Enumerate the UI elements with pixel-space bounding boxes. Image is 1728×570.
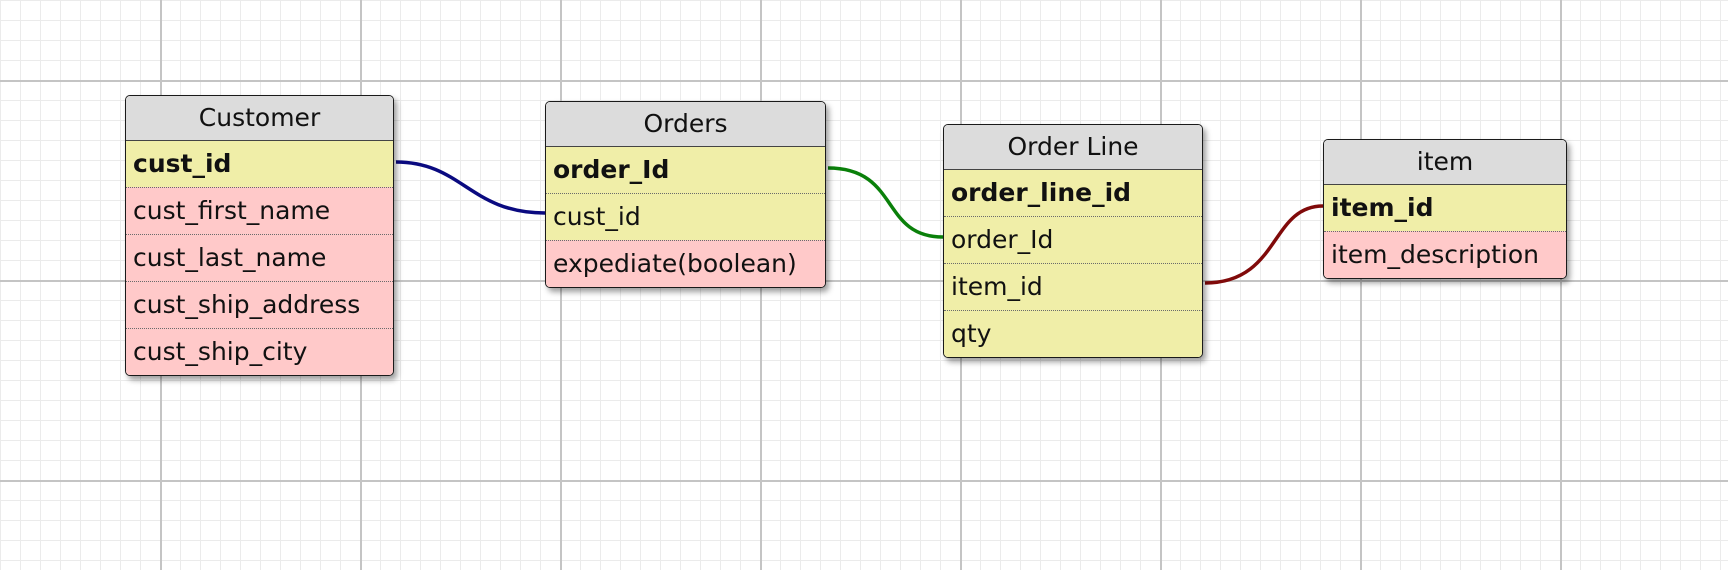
table-row[interactable]: qty <box>944 310 1202 357</box>
table-header[interactable]: Order Line <box>944 125 1202 170</box>
table-row-primary-key[interactable]: item_id <box>1324 185 1566 231</box>
table-row[interactable]: cust_ship_address <box>126 281 393 328</box>
table-row[interactable]: expediate(boolean) <box>546 240 825 287</box>
connector-customer-orders[interactable] <box>395 160 546 215</box>
table-row[interactable]: cust_first_name <box>126 187 393 234</box>
table-row[interactable]: item_description <box>1324 231 1566 278</box>
connector-orders-orderline[interactable] <box>827 166 944 239</box>
table-row[interactable]: cust_last_name <box>126 234 393 281</box>
table-orders[interactable]: Orders order_Id cust_id expediate(boolea… <box>545 101 826 288</box>
table-row-foreign-key[interactable]: order_Id <box>944 216 1202 263</box>
table-header[interactable]: Orders <box>546 102 825 147</box>
connector-orderline-item[interactable] <box>1204 204 1324 285</box>
table-row-primary-key[interactable]: cust_id <box>126 141 393 187</box>
table-header[interactable]: item <box>1324 140 1566 185</box>
table-header[interactable]: Customer <box>126 96 393 141</box>
table-order-line[interactable]: Order Line order_line_id order_Id item_i… <box>943 124 1203 358</box>
table-item[interactable]: item item_id item_description <box>1323 139 1567 279</box>
table-row-primary-key[interactable]: order_Id <box>546 147 825 193</box>
table-row-foreign-key[interactable]: item_id <box>944 263 1202 310</box>
table-customer[interactable]: Customer cust_id cust_first_name cust_la… <box>125 95 394 376</box>
table-row[interactable]: cust_ship_city <box>126 328 393 375</box>
table-row-foreign-key[interactable]: cust_id <box>546 193 825 240</box>
table-row-primary-key[interactable]: order_line_id <box>944 170 1202 216</box>
